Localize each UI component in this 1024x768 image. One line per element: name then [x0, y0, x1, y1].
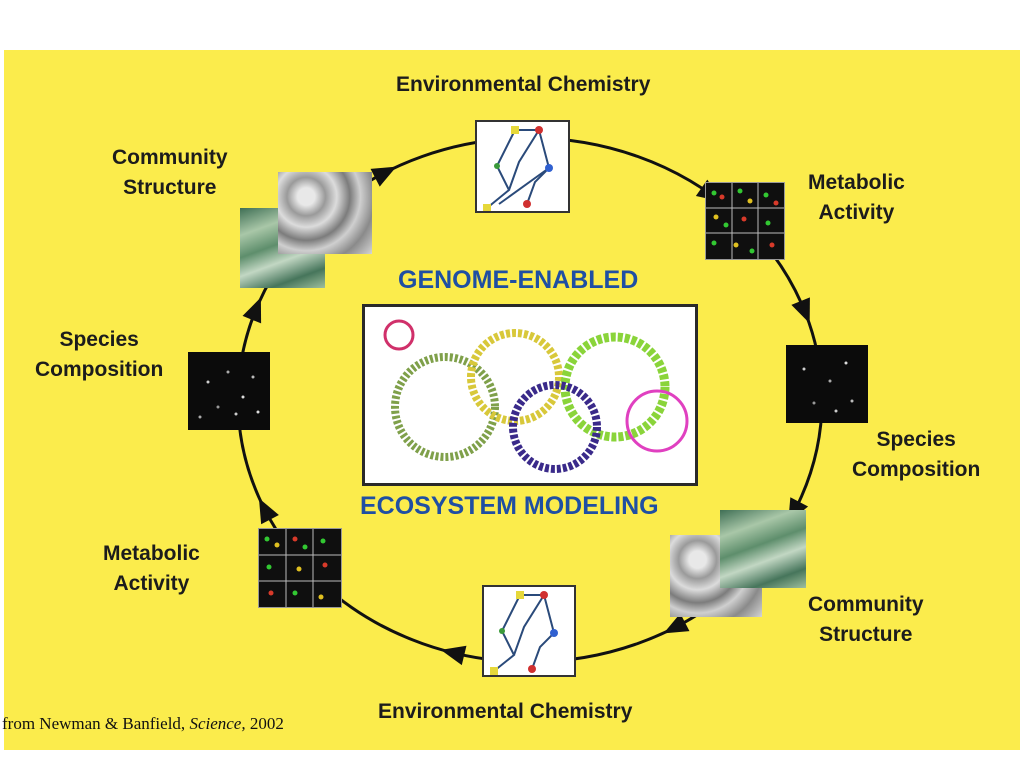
- source-credit: from Newman & Banfield, Science, 2002: [2, 714, 284, 734]
- label-metabolic-right-line1: Metabolic: [808, 171, 905, 194]
- label-community-right-line1: Community: [808, 593, 924, 616]
- label-species-left-line1: Species: [59, 328, 139, 351]
- genome-map-box: [362, 304, 698, 486]
- network-graph-icon: [490, 591, 558, 675]
- cycle-arrow-icon: [663, 613, 690, 634]
- label-metabolic-left-line1: Metabolic: [103, 542, 200, 565]
- fluorescence-micrograph-icon: [802, 361, 854, 413]
- credit-year: 2002: [245, 714, 284, 733]
- label-species-right-line1: Species: [876, 428, 956, 451]
- micrograph-thumbnail-right: [786, 345, 868, 423]
- label-species-composition-left: Species Composition: [35, 325, 163, 385]
- fluorescence-micrograph-icon: [198, 370, 260, 419]
- microarray-grid-icon: [259, 529, 341, 607]
- biofilm-image-left-front: [278, 172, 372, 254]
- label-community-right-line2: Structure: [819, 623, 913, 646]
- network-graph-icon: [483, 126, 553, 212]
- label-environmental-chemistry-bottom: Environmental Chemistry: [378, 700, 633, 723]
- label-community-structure-left: Community Structure: [112, 143, 228, 203]
- cycle-arrow-icon: [440, 645, 467, 666]
- label-species-right-line2: Composition: [852, 458, 981, 481]
- biofilm-image-right-front: [720, 510, 806, 588]
- cycle-arrow-icon: [370, 166, 397, 187]
- label-community-left-line2: Structure: [123, 176, 217, 199]
- micrograph-thumbnail-left: [188, 352, 270, 430]
- center-title-bottom: ECOSYSTEM MODELING: [360, 492, 659, 520]
- cycle-arrow-icon: [791, 297, 810, 324]
- label-metabolic-activity-left: Metabolic Activity: [103, 539, 200, 599]
- label-metabolic-right-line2: Activity: [818, 201, 895, 224]
- microarray-thumbnail-left: [258, 528, 342, 608]
- microarray-grid-icon: [706, 183, 784, 259]
- label-metabolic-activity-right: Metabolic Activity: [808, 168, 905, 228]
- network-thumbnail-bottom: [482, 585, 576, 677]
- label-metabolic-left-line2: Activity: [113, 572, 190, 595]
- label-community-structure-right: Community Structure: [808, 590, 924, 650]
- microarray-thumbnail-right: [705, 182, 785, 260]
- genome-circles-graphic: [383, 319, 689, 473]
- label-species-left-line2: Composition: [35, 358, 164, 381]
- label-species-composition-right: Species Composition: [852, 425, 980, 485]
- credit-prefix: from Newman & Banfield,: [2, 714, 190, 733]
- cycle-arrow-icon: [242, 297, 262, 324]
- credit-journal: Science,: [189, 714, 246, 733]
- center-title-top: GENOME-ENABLED: [398, 266, 639, 294]
- label-community-left-line1: Community: [112, 146, 228, 169]
- cycle-arrow-icon: [258, 498, 279, 525]
- label-environmental-chemistry-top: Environmental Chemistry: [396, 73, 651, 96]
- network-thumbnail-top: [475, 120, 570, 213]
